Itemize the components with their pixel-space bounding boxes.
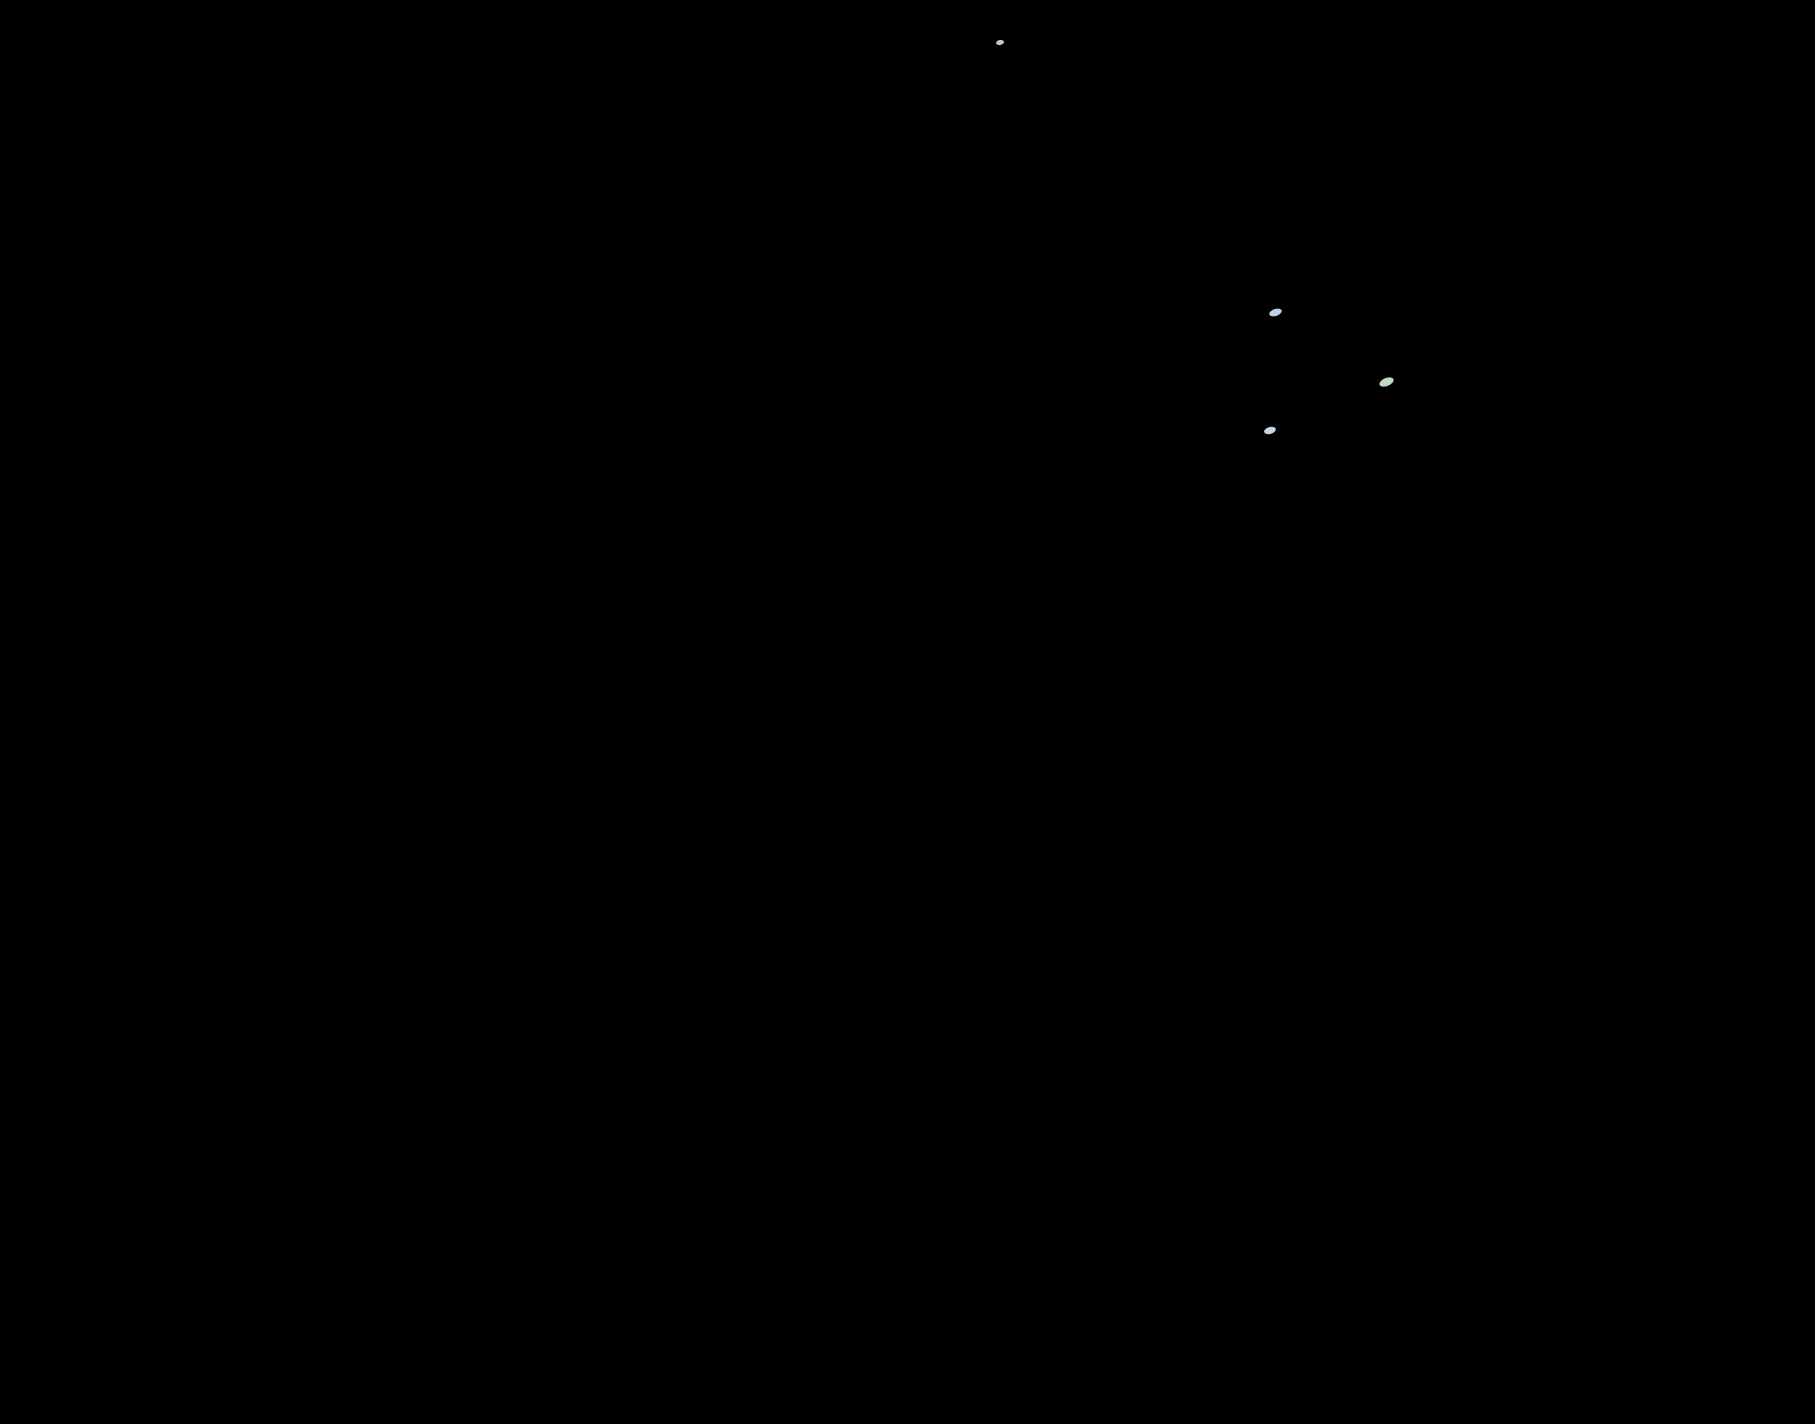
speck-right-upper-artifact — [1268, 307, 1283, 318]
speck-right-middle-artifact — [1378, 375, 1395, 389]
speck-top-center-artifact — [995, 39, 1005, 46]
speck-right-lower-artifact — [1263, 425, 1277, 436]
